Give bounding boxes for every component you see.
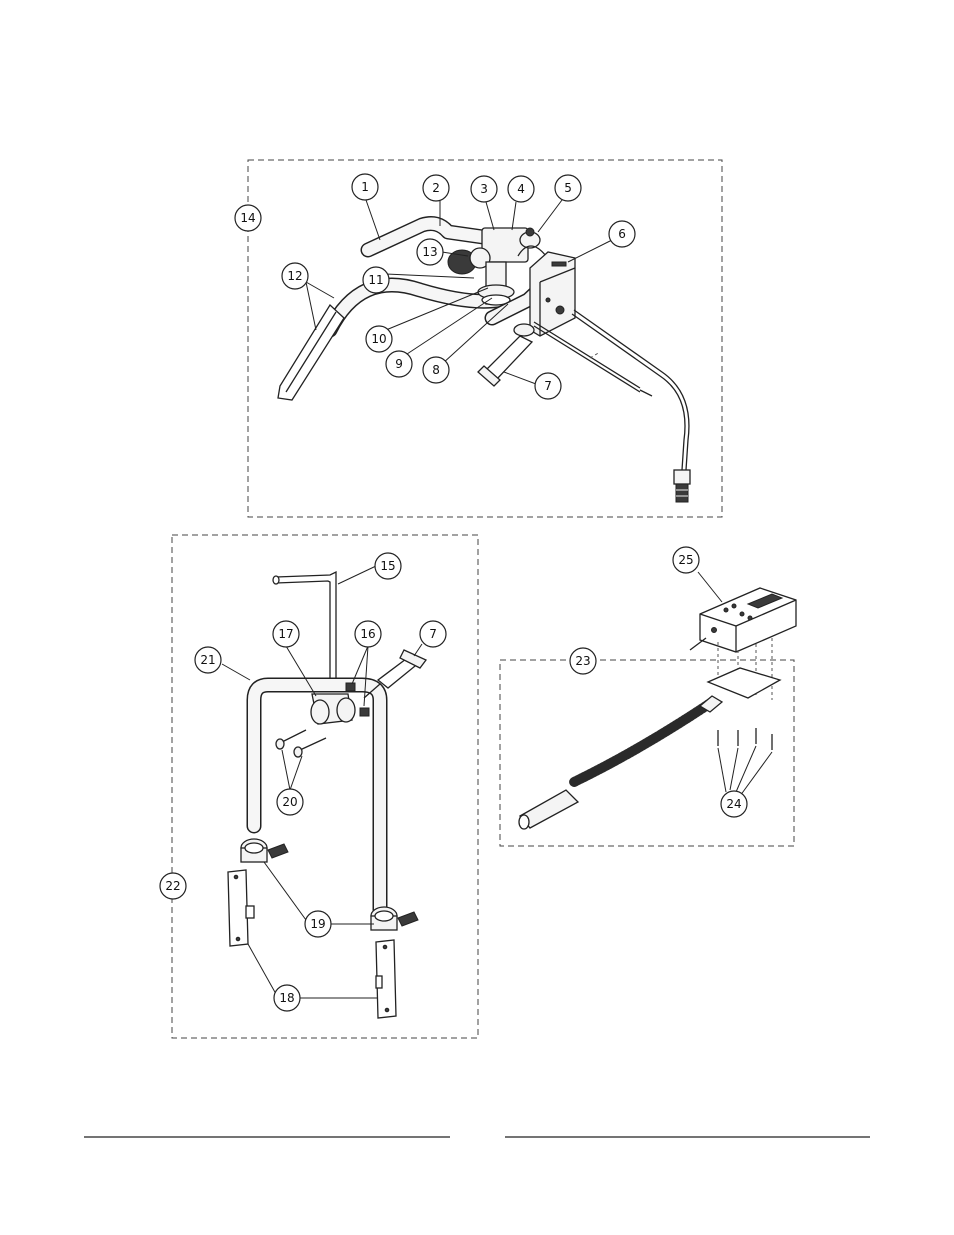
callout-label: 18 bbox=[279, 991, 294, 1005]
callout-label: 17 bbox=[278, 627, 293, 641]
callout-22: 22 bbox=[159, 872, 187, 900]
remote-control-assembly bbox=[518, 587, 797, 830]
callout-label: 2 bbox=[432, 181, 440, 195]
callout-label: 9 bbox=[395, 357, 403, 371]
callout-25: 25 bbox=[672, 546, 700, 574]
callout-label: 6 bbox=[618, 227, 626, 241]
assembly-frame-22 bbox=[171, 534, 479, 1039]
callout-label: 24 bbox=[726, 797, 741, 811]
leader-lines bbox=[221, 199, 773, 999]
callout-24: 24 bbox=[720, 790, 748, 818]
callout-13: 13 bbox=[416, 238, 444, 266]
callout-9: 9 bbox=[385, 350, 413, 378]
callout-14: 14 bbox=[234, 204, 262, 232]
callout-21: 21 bbox=[194, 646, 222, 674]
callout-label: 13 bbox=[422, 245, 437, 259]
callout-18: 18 bbox=[273, 984, 301, 1012]
callout-label: 11 bbox=[368, 273, 383, 287]
callout-7-lower: 7 bbox=[419, 620, 447, 648]
callout-label: 7 bbox=[429, 627, 437, 641]
callout-4: 4 bbox=[507, 175, 535, 203]
callout-label: 8 bbox=[432, 363, 440, 377]
assembly-frame-14 bbox=[247, 159, 723, 518]
callout-label: 7 bbox=[544, 379, 552, 393]
callout-label: 14 bbox=[240, 211, 255, 225]
mount-bracket-assembly bbox=[227, 570, 428, 1019]
callout-19: 19 bbox=[304, 910, 332, 938]
callout-label: 5 bbox=[564, 181, 572, 195]
callout-11: 11 bbox=[362, 266, 390, 294]
callout-1: 1 bbox=[351, 173, 379, 201]
callout-8: 8 bbox=[422, 356, 450, 384]
callout-label: 21 bbox=[200, 653, 215, 667]
callout-label: 15 bbox=[380, 559, 395, 573]
callout-label: 22 bbox=[165, 879, 180, 893]
callout-5: 5 bbox=[554, 174, 582, 202]
callout-label: 23 bbox=[575, 654, 590, 668]
callout-23: 23 bbox=[569, 647, 597, 675]
callout-15: 15 bbox=[374, 552, 402, 580]
callout-16: 16 bbox=[354, 620, 382, 648]
callout-12: 12 bbox=[281, 262, 309, 290]
callout-2: 2 bbox=[422, 174, 450, 202]
callout-label: 1 bbox=[361, 180, 369, 194]
callout-label: 25 bbox=[678, 553, 693, 567]
callout-6: 6 bbox=[608, 220, 636, 248]
callout-7: 7 bbox=[534, 372, 562, 400]
callout-label: 20 bbox=[282, 795, 297, 809]
callout-label: 4 bbox=[517, 182, 525, 196]
callout-label: 12 bbox=[287, 269, 302, 283]
callout-10: 10 bbox=[365, 325, 393, 353]
headrest-mount-assembly bbox=[277, 216, 691, 503]
callout-label: 10 bbox=[371, 332, 386, 346]
callout-label: 3 bbox=[480, 182, 488, 196]
callout-20: 20 bbox=[276, 788, 304, 816]
callout-17: 17 bbox=[272, 620, 300, 648]
callout-label: 19 bbox=[310, 917, 325, 931]
callout-label: 16 bbox=[360, 627, 375, 641]
callout-3: 3 bbox=[470, 175, 498, 203]
